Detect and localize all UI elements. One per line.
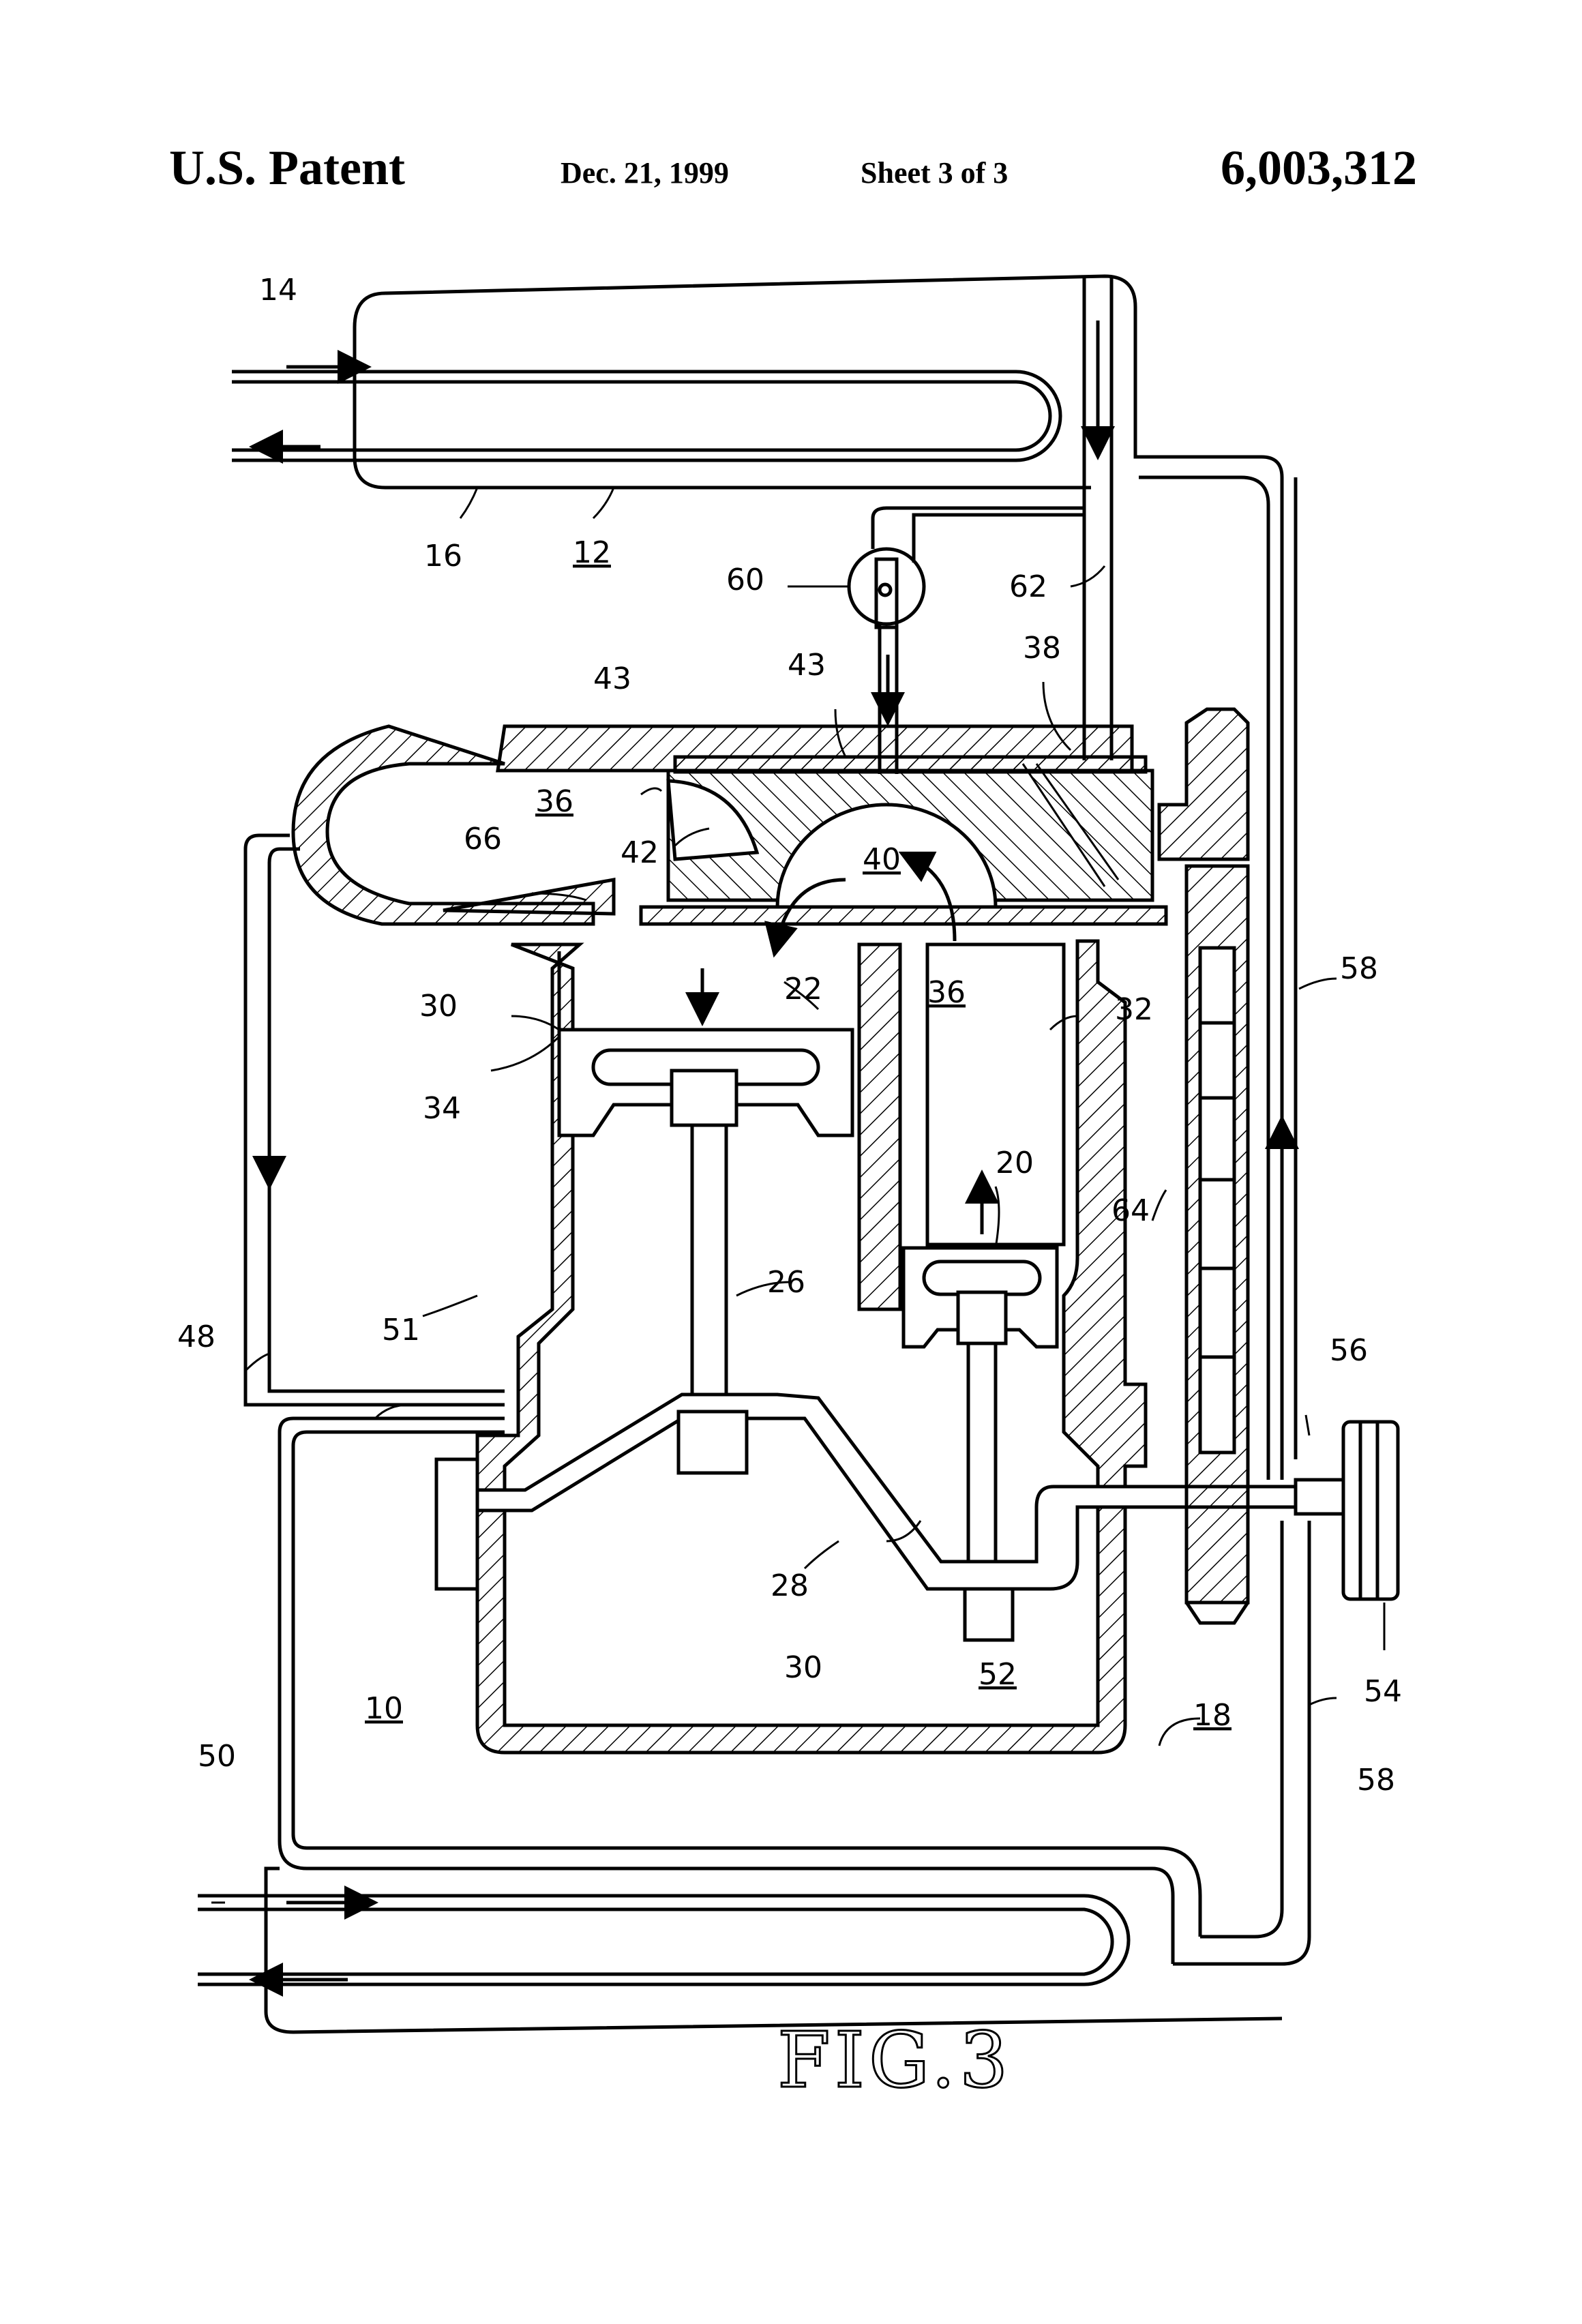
label-20: 20: [996, 1146, 1034, 1180]
label-18: 18: [1193, 1698, 1232, 1733]
label-36a: 36: [535, 784, 573, 819]
label-28: 28: [771, 1568, 809, 1603]
label-26: 26: [767, 1265, 805, 1300]
label-56: 56: [1330, 1333, 1368, 1368]
label-62: 62: [1009, 569, 1047, 604]
label-12: 12: [573, 535, 611, 570]
label-58b: 58: [1357, 1763, 1395, 1798]
label-32: 32: [1115, 992, 1153, 1027]
label-34: 34: [423, 1091, 461, 1126]
label-43a: 43: [593, 661, 631, 696]
label-36b: 36: [927, 975, 966, 1010]
label-51: 51: [382, 1313, 420, 1347]
label-43b: 43: [788, 648, 826, 683]
label-14: 14: [259, 273, 297, 308]
heat-exchanger-18: [198, 1868, 1282, 2032]
label-30a: 30: [419, 989, 458, 1024]
label-16: 16: [424, 539, 462, 573]
label-60: 60: [726, 563, 764, 597]
label-10: 10: [365, 1691, 403, 1726]
piston-20: [904, 1187, 1057, 1596]
label-42: 42: [621, 835, 659, 870]
label-40: 40: [863, 842, 901, 877]
label-54: 54: [1364, 1674, 1402, 1709]
label-38: 38: [1023, 631, 1061, 666]
label-50: 50: [198, 1739, 236, 1774]
label-66: 66: [464, 822, 502, 856]
piston-22: [559, 951, 852, 1412]
label-48: 48: [177, 1320, 215, 1354]
cylinder-head: [293, 726, 1166, 924]
label-52: 52: [979, 1657, 1017, 1692]
label-58a: 58: [1340, 951, 1378, 986]
label-30b: 30: [784, 1650, 822, 1685]
label-64: 64: [1111, 1193, 1150, 1228]
figure-caption: FIG.3: [777, 2016, 1012, 2105]
label-22: 22: [784, 972, 822, 1007]
